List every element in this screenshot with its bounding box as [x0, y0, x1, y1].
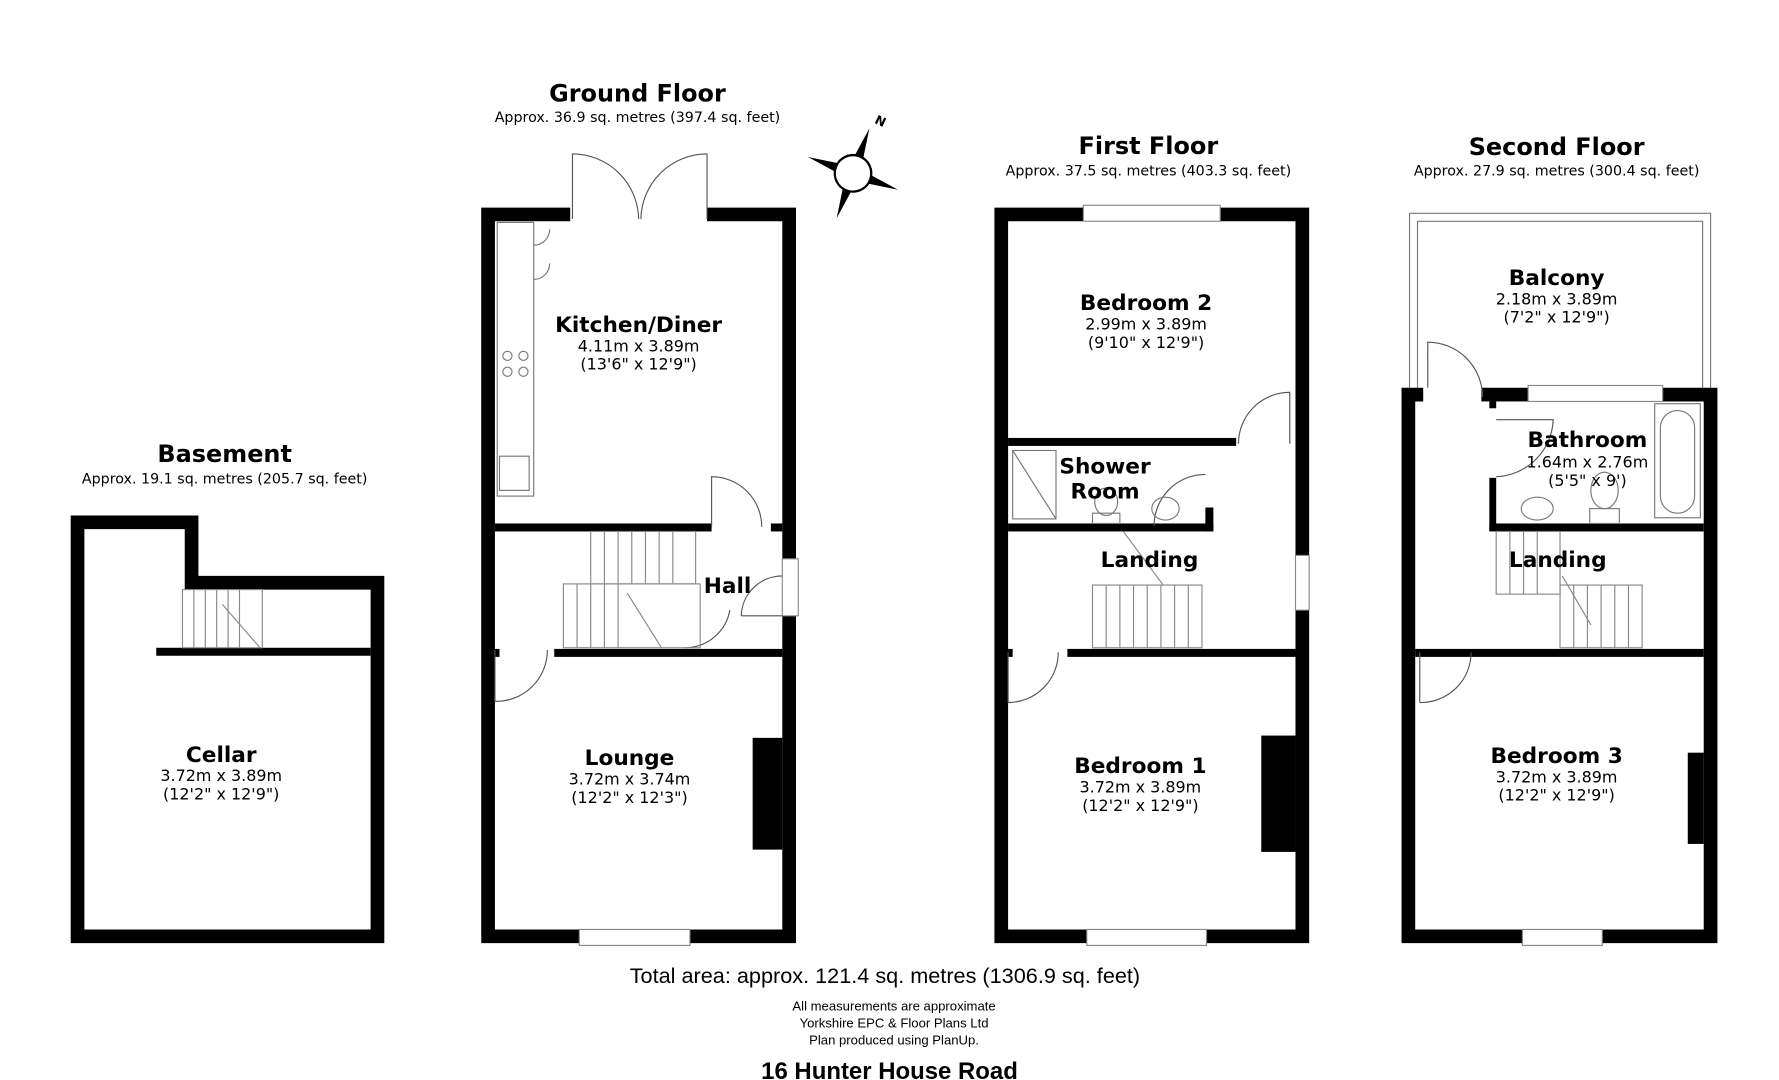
note: All measurements are approximate — [792, 998, 995, 1013]
room-metric: 3.72m x 3.89m — [1080, 778, 1202, 797]
window — [1082, 204, 1221, 222]
property-address: 16 Hunter House Road — [761, 1058, 1018, 1080]
room-imperial: (9'10" x 12'9") — [1088, 333, 1204, 352]
room-imperial: (12'2" x 12'3") — [571, 788, 687, 807]
room-name: Shower — [1059, 454, 1151, 479]
room-imperial: (13'6" x 12'9") — [580, 355, 696, 374]
window — [781, 558, 799, 617]
floor-title: Ground Floor — [549, 80, 726, 108]
room-name: Bathroom — [1527, 428, 1647, 453]
chimney-breast — [752, 737, 783, 850]
shower-room-fixtures — [1012, 449, 1180, 525]
window — [578, 928, 691, 946]
room-name: Hall — [704, 574, 752, 599]
room-name: Bedroom 2 — [1080, 291, 1212, 316]
chimney-breast — [1687, 752, 1704, 844]
second-floor-plan: Second Floor Approx. 27.9 sq. metres (30… — [1401, 133, 1718, 946]
stairs — [1091, 531, 1203, 649]
basement-plan: Basement Approx. 19.1 sq. metres (205.7 … — [70, 440, 385, 944]
floor-title: Second Floor — [1469, 133, 1645, 161]
compass-rose-icon — [808, 128, 899, 219]
room-imperial: (12'2" x 12'9") — [1082, 796, 1198, 815]
stairs — [1495, 530, 1643, 649]
floor-area: Approx. 37.5 sq. metres (403.3 sq. feet) — [1006, 164, 1292, 180]
room-metric: 3.72m x 3.89m — [1496, 767, 1618, 786]
window — [1294, 554, 1310, 611]
room-metric: 3.72m x 3.74m — [569, 770, 691, 789]
kitchen-units — [496, 221, 551, 497]
room-name: Balcony — [1509, 266, 1605, 291]
total-area: Total area: approx. 121.4 sq. metres (13… — [630, 963, 1140, 988]
compass-north-label: N — [873, 112, 889, 130]
room-metric: 2.99m x 3.89m — [1085, 315, 1207, 334]
floor-title: Basement — [157, 440, 292, 468]
floor-area: Approx. 36.9 sq. metres (397.4 sq. feet) — [495, 110, 781, 126]
room-metric: 3.72m x 3.89m — [160, 766, 282, 785]
note: Yorkshire EPC & Floor Plans Ltd — [800, 1016, 989, 1031]
room-name: Lounge — [585, 746, 675, 771]
note: Plan produced using PlanUp. — [809, 1033, 979, 1048]
room-name: Landing — [1509, 548, 1607, 573]
floor-title: First Floor — [1079, 132, 1219, 160]
room-name: Bedroom 3 — [1490, 744, 1622, 769]
door — [1419, 341, 1554, 704]
stairs — [562, 530, 701, 649]
room-imperial: (5'5" x 9') — [1548, 471, 1627, 490]
window — [1086, 928, 1208, 946]
room-name: Kitchen/Diner — [555, 313, 722, 338]
room-name: Bedroom 1 — [1074, 754, 1206, 779]
floor-area: Approx. 27.9 sq. metres (300.4 sq. feet) — [1414, 164, 1700, 180]
door — [494, 476, 783, 702]
french-doors — [571, 153, 708, 219]
room-imperial: (12'2" x 12'9") — [1498, 786, 1614, 805]
room-imperial: (12'2" x 12'9") — [163, 784, 279, 803]
room-name: Landing — [1101, 548, 1199, 573]
room-metric: 4.11m x 3.89m — [578, 336, 700, 355]
ground-floor-plan: Ground Floor Approx. 36.9 sq. metres (39… — [481, 80, 799, 946]
room-name: Room — [1071, 479, 1140, 504]
room-name: Cellar — [186, 743, 257, 768]
room-metric: 2.18m x 3.89m — [1496, 290, 1618, 309]
first-floor-plan: First Floor Approx. 37.5 sq. metres (403… — [994, 132, 1310, 946]
chimney-breast — [1261, 735, 1296, 852]
bathroom-fixtures — [1520, 403, 1701, 525]
floor-area: Approx. 19.1 sq. metres (205.7 sq. feet) — [82, 472, 368, 488]
room-imperial: (7'2" x 12'9") — [1504, 308, 1610, 327]
stairs — [181, 589, 263, 649]
window — [1521, 928, 1603, 946]
room-metric: 1.64m x 2.76m — [1527, 453, 1649, 472]
window — [1527, 384, 1664, 403]
